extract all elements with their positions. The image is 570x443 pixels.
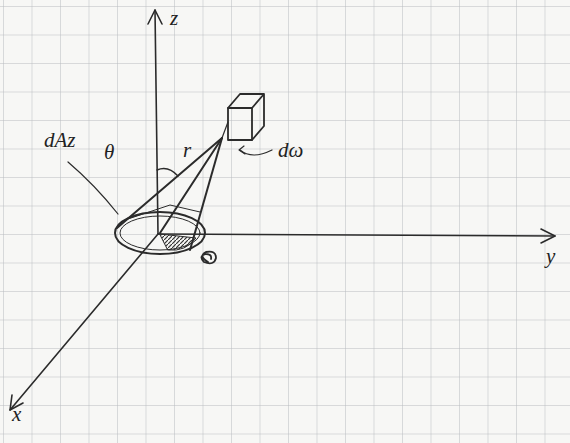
angle-label: θ	[104, 142, 114, 163]
x-axis	[10, 234, 158, 410]
leader	[222, 122, 228, 138]
z-arrowhead	[148, 10, 162, 24]
cone-edge	[117, 138, 222, 228]
leader-arrowhead	[239, 146, 245, 154]
volume-box	[228, 94, 264, 140]
area-label: dAz	[44, 130, 76, 151]
solid-angle-label: dω	[278, 140, 303, 161]
axis-label: x	[12, 404, 21, 425]
r-vector	[160, 138, 222, 233]
scribble	[201, 252, 216, 264]
z-axis	[155, 10, 158, 234]
cone-shading	[125, 205, 200, 220]
axis-label: y	[546, 246, 555, 267]
axis-label: z	[170, 8, 178, 29]
volume-box	[228, 108, 252, 140]
leader	[68, 162, 118, 214]
area-element	[160, 234, 196, 250]
theta-arc	[157, 168, 178, 176]
vector-label: r⃗	[183, 140, 208, 161]
y-axis	[158, 234, 555, 236]
y-arrowhead	[541, 229, 555, 243]
